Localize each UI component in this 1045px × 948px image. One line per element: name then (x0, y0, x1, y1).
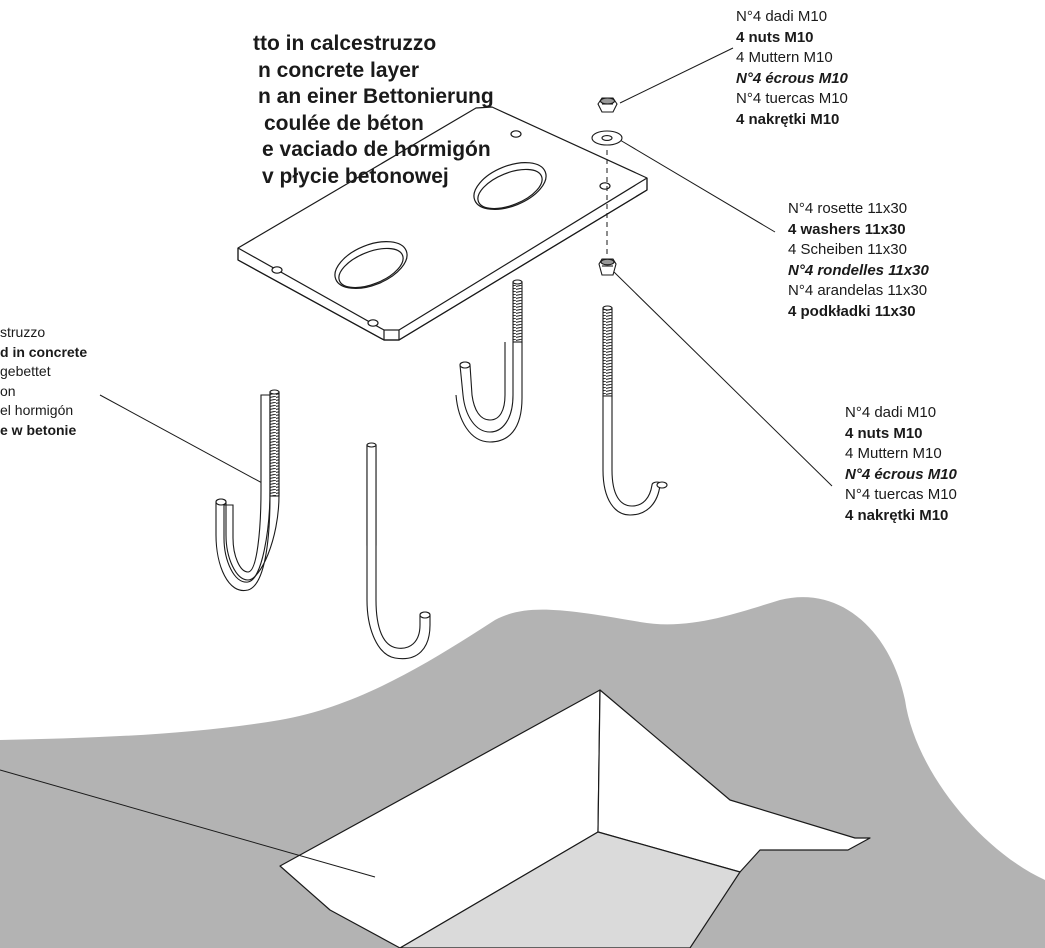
lower-nut (598, 258, 617, 276)
callout-line: 4 nuts M10 (845, 424, 923, 442)
excavation-pit (279, 689, 871, 948)
page-title: tto in calcestruzzo n concrete layer n a… (0, 31, 494, 191)
callout-line: N°4 rosette 11x30 (788, 200, 908, 217)
anchor-bolt-3 (455, 279, 523, 443)
callout-line: N°4 écrous M10 (736, 69, 848, 87)
callout-line: 4 washers 11x30 (788, 220, 906, 238)
leader-lines (0, 47, 833, 878)
callout-line: N°4 dadi M10 (845, 404, 937, 421)
callout-line: 4 podkładki 11x30 (788, 302, 916, 320)
embedded-bolts-label: struzzo d in concrete gebettet on el hor… (0, 323, 87, 441)
callout-line: 4 nakrętki M10 (736, 110, 840, 128)
washers-label: N°4 rosette 11x30 4 washers 11x30 4 Sche… (788, 199, 929, 322)
callout-line: N°4 tuercas M10 (845, 486, 957, 503)
callout-line: N°4 tuercas M10 (736, 90, 848, 107)
callout-line: 4 Scheiben 11x30 (788, 241, 907, 258)
washer (591, 130, 623, 146)
callout-line: N°4 dadi M10 (736, 8, 828, 25)
anchor-bolt-1 (215, 389, 280, 592)
title-line: n an einer Bettonierung (258, 85, 494, 109)
title-line: tto in calcestruzzo (253, 32, 437, 55)
title-line: coulée de béton (264, 111, 424, 135)
callout-line: struzzo (0, 324, 46, 340)
callout-line: 4 Muttern M10 (845, 445, 942, 462)
callout-line: N°4 rondelles 11x30 (788, 261, 929, 279)
callout-line: N°4 arandelas 11x30 (788, 282, 928, 299)
callout-line: 4 nuts M10 (736, 28, 814, 46)
title-line: n concrete layer (258, 58, 420, 82)
lower-nuts-label: N°4 dadi M10 4 nuts M10 4 Muttern M10 N°… (845, 403, 957, 526)
pit-floor (399, 831, 741, 948)
callout-line: el hormigón (0, 402, 74, 419)
callout-line: d in concrete (0, 343, 88, 360)
top-nuts-label: N°4 dadi M10 4 nuts M10 4 Muttern M10 N°… (736, 7, 848, 130)
top-nut (597, 97, 618, 113)
title-line: v płycie betonowej (262, 164, 449, 188)
anchor-bolt-2 (366, 442, 431, 660)
anchor-bolts (215, 279, 668, 660)
base-plate (237, 106, 648, 341)
callout-line: on (0, 382, 16, 399)
anchor-bolt-4 (602, 305, 668, 516)
callout-line: 4 nakrętki M10 (845, 506, 949, 524)
callout-line: N°4 écrous M10 (845, 465, 957, 483)
callout-line: 4 Muttern M10 (736, 49, 833, 66)
callout-line: gebettet (0, 363, 51, 380)
title-line: e vaciado de hormigón (262, 138, 491, 162)
callout-line: e w betonie (0, 421, 77, 438)
